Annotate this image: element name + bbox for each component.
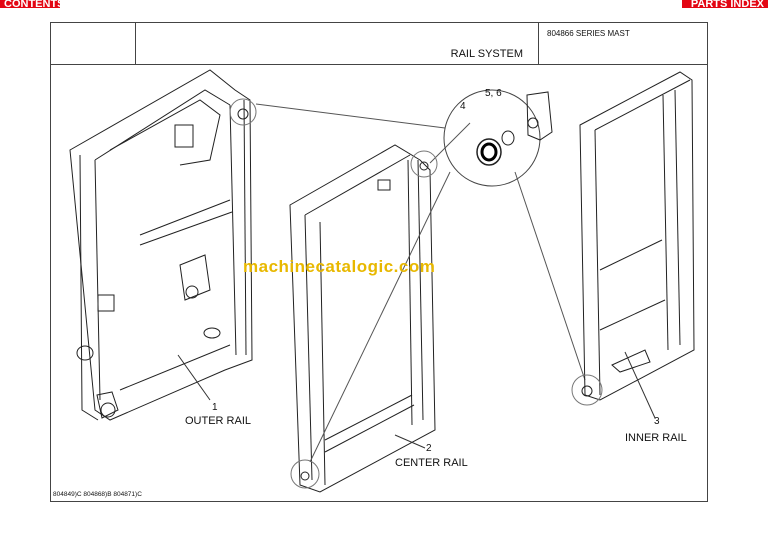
- parts-index-button[interactable]: PARTS INDEX: [682, 0, 768, 8]
- inner-rail-illustration: [579, 71, 695, 401]
- outer-rail-label: OUTER RAIL: [185, 415, 251, 427]
- callout-number-4: 4: [460, 101, 466, 112]
- outer-rail-illustration: [69, 69, 253, 421]
- sheet-header: 804866 SERIES MAST RAIL SYSTEM: [51, 23, 707, 65]
- watermark: machinecatalogic.com: [243, 257, 436, 276]
- callout-number-1: 1: [212, 402, 218, 413]
- header-divider: [135, 23, 136, 65]
- roller-detail-circle: [443, 89, 541, 187]
- series-label: 804866 SERIES MAST: [547, 29, 630, 38]
- detail-circle: [410, 150, 438, 178]
- parts-sheet: 804866 SERIES MAST RAIL SYSTEM 804849)C …: [50, 22, 708, 502]
- header-divider: [538, 23, 539, 65]
- detail-circle: [290, 459, 320, 489]
- center-rail-label: CENTER RAIL: [395, 457, 468, 469]
- drawing-codes: 804849)C 804868)B 804871)C: [53, 491, 142, 498]
- inner-rail-label: INNER RAIL: [625, 432, 687, 444]
- callout-number-2: 2: [426, 443, 432, 454]
- contents-button[interactable]: CONTENTS: [0, 0, 60, 8]
- center-rail-illustration: [289, 144, 436, 493]
- callout-number-5-6: 5, 6: [485, 88, 502, 99]
- detail-circle: [571, 374, 603, 406]
- page-title: RAIL SYSTEM: [450, 48, 523, 60]
- detail-circle: [229, 98, 257, 126]
- callout-number-3: 3: [654, 416, 660, 427]
